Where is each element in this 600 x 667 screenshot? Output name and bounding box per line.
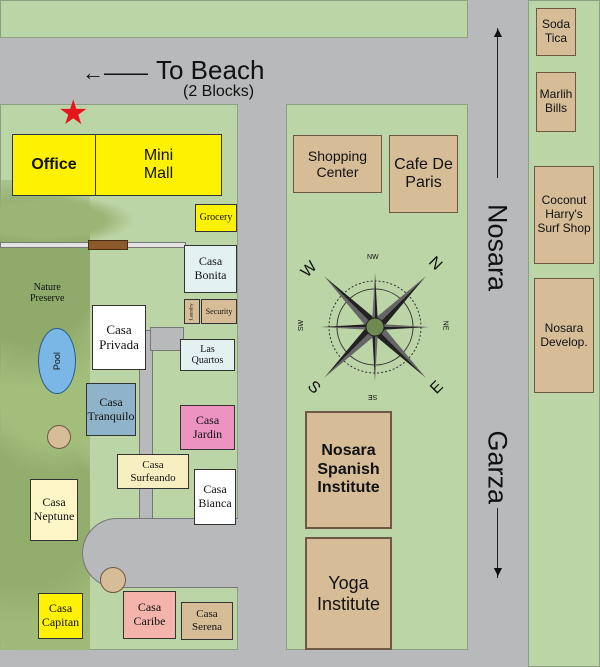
security: Security [201, 299, 237, 324]
casa-bianca: Casa Bianca [194, 469, 236, 525]
laundry: Laundry [184, 299, 200, 324]
driveway-stub [150, 327, 184, 351]
road-top [0, 38, 470, 104]
tree-circle-1 [47, 425, 71, 449]
to-beach-arrow: ←—— [82, 60, 148, 85]
soda-tica: Soda Tica [536, 8, 576, 56]
location-star-icon: ★ [58, 94, 89, 132]
garza-road-label: Garza [482, 430, 513, 505]
nature-preserve-trees [0, 180, 90, 650]
nosara-develop: Nosara Develop. [534, 278, 594, 393]
compass-sw: SW [298, 319, 306, 332]
mini-mall: Mini Mall [95, 134, 222, 196]
laundry-label: Laundry [189, 303, 195, 320]
casa-neptune: Casa Neptune [30, 479, 78, 541]
north-arrow [497, 28, 498, 178]
grocery: Grocery [195, 204, 237, 232]
grass-top-strip [0, 0, 468, 38]
shopping-center: Shopping Center [293, 135, 382, 193]
casa-surfeando: Casa Surfeando [117, 454, 189, 489]
wooden-bridge [88, 240, 128, 250]
casa-tranquilo: Casa Tranquilo [86, 383, 136, 436]
north-arrow-head: ▲ [491, 24, 505, 40]
blocks-label: (2 Blocks) [183, 83, 255, 100]
compass-se: SE [368, 393, 378, 400]
nosara-road-label: Nosara [482, 203, 513, 292]
nosara-spanish-institute: Nosara Spanish Institute [305, 411, 392, 529]
compass-rose-icon [321, 273, 429, 381]
casa-capitan: Casa Capitan [38, 593, 83, 639]
office: Office [12, 134, 96, 196]
compass-ne: NE [441, 320, 449, 331]
casa-jardin: Casa Jardin [180, 405, 235, 450]
road-bottom [0, 650, 470, 667]
coconut-harrys-surf-shop: Coconut Harry's Surf Shop [534, 166, 594, 264]
marlih-bills: Marlih Bills [536, 72, 576, 132]
pool: Pool [38, 328, 76, 394]
las-quartos: Las Quartos [180, 339, 235, 371]
casa-privada: Casa Privada [92, 305, 146, 370]
casa-serena: Casa Serena [181, 602, 233, 640]
pool-label: Pool [51, 351, 62, 371]
tree-circle-2 [100, 567, 126, 593]
road-nosara-garza [468, 0, 528, 667]
casa-bonita: Casa Bonita [184, 245, 237, 293]
compass-nw: NW [367, 254, 379, 261]
yoga-institute: Yoga Institute [305, 537, 392, 650]
road-middle [238, 100, 286, 667]
casa-caribe: Casa Caribe [123, 591, 176, 639]
south-arrow [497, 508, 498, 578]
nature-preserve-label: Nature Preserve [30, 282, 65, 304]
to-beach-label: To Beach [156, 55, 265, 85]
cafe-de-paris: Cafe De Paris [389, 135, 458, 213]
south-arrow-head: ▼ [491, 563, 505, 579]
